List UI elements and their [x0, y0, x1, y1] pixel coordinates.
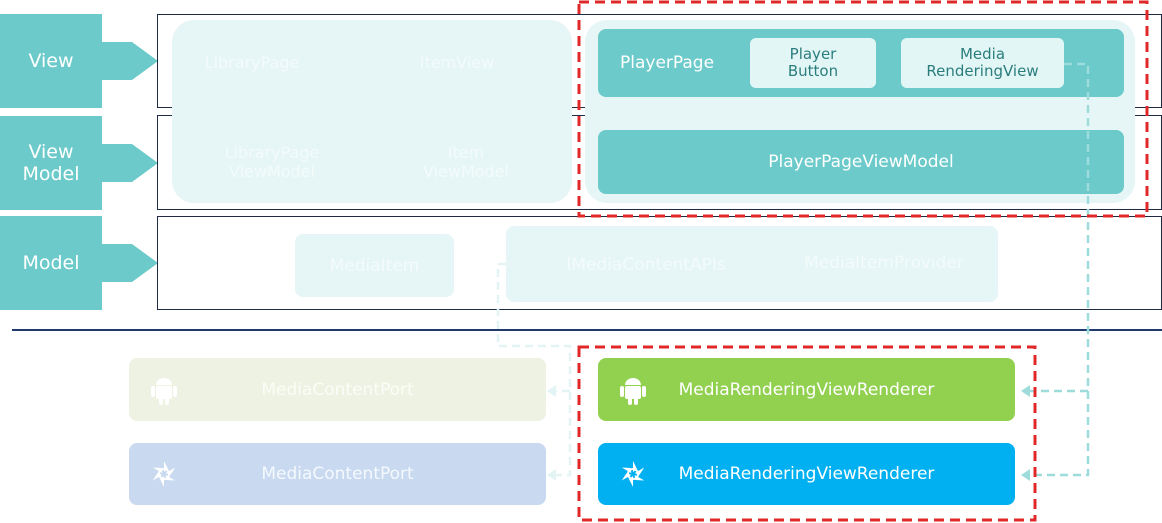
- media-item: MediaItem: [295, 234, 454, 297]
- player-page-view-model: PlayerPageViewModel: [598, 130, 1124, 194]
- xamarin-media-content-port: MediaContentPort: [129, 443, 546, 505]
- arrowhead-android-port: [547, 385, 556, 397]
- layer-label-view: View: [28, 50, 74, 72]
- xamarin-renderer: MediaRenderingViewRenderer: [598, 443, 1015, 505]
- android-port-label: MediaContentPort: [261, 379, 414, 400]
- player-button: Player Button: [750, 38, 876, 88]
- library-page: LibraryPage: [204, 53, 300, 72]
- xamarin-renderer-label: MediaRenderingViewRenderer: [678, 464, 935, 484]
- android-icon: [149, 374, 179, 406]
- layer-arrow-model: Model: [0, 216, 158, 310]
- arrowhead-android-renderer: [1021, 385, 1030, 397]
- arrow-shape-model: [0, 216, 158, 310]
- library-page-view-model: LibraryPage ViewModel: [224, 143, 320, 181]
- arrowhead-xamarin-renderer: [1021, 469, 1030, 481]
- xamarin-icon: [149, 458, 179, 490]
- media-rendering-view: Media RenderingView: [901, 38, 1064, 88]
- layer-label-viewmodel: View Model: [22, 141, 80, 185]
- android-media-content-port: MediaContentPort: [129, 358, 546, 421]
- model-apis-block: [506, 226, 998, 302]
- android-renderer-label: MediaRenderingViewRenderer: [678, 379, 935, 400]
- android-renderer: MediaRenderingViewRenderer: [598, 358, 1015, 421]
- xamarin-port-label: MediaContentPort: [261, 464, 414, 484]
- item-view: ItemView: [419, 53, 495, 72]
- media-item-provider: MediaItemProvider: [804, 253, 964, 273]
- player-page-label: PlayerPage: [620, 53, 715, 73]
- imedia-content-apis: IMediaContentAPIs: [566, 255, 726, 275]
- layer-arrow-view: View: [0, 14, 158, 108]
- item-view-model: Item ViewModel: [422, 143, 509, 181]
- platform-separator: [12, 329, 1162, 331]
- arrow-shape-viewmodel: [0, 116, 158, 210]
- arrow-shape-view: [0, 14, 158, 108]
- library-block: [172, 20, 572, 203]
- layer-label-model: Model: [22, 252, 80, 274]
- arrowhead-xamarin-port: [547, 469, 556, 481]
- layer-arrow-viewmodel: View Model: [0, 116, 158, 210]
